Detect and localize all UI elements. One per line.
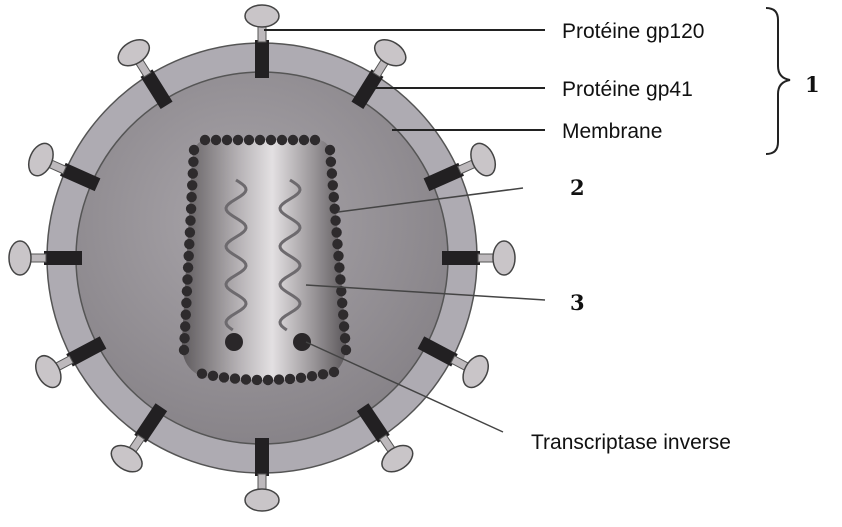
capsid-bead <box>274 374 284 384</box>
transcriptase-enzyme-left <box>225 333 243 351</box>
capsid-core <box>182 140 346 380</box>
capsid-bead <box>277 135 287 145</box>
capsid-bead <box>334 262 344 272</box>
spike-neck <box>258 474 266 490</box>
spike-neck <box>258 26 266 42</box>
capsid-bead <box>333 251 343 261</box>
label-gp120: Protéine gp120 <box>562 20 704 43</box>
capsid-bead <box>184 251 194 261</box>
capsid-bead <box>252 375 262 385</box>
capsid-bead <box>179 345 189 355</box>
label-3: 3 <box>570 290 585 315</box>
capsid-bead <box>299 135 309 145</box>
capsid-bead <box>181 310 191 320</box>
capsid-bead <box>296 373 306 383</box>
gp120-head <box>9 241 31 275</box>
gp120-head <box>458 351 493 391</box>
gp120-head <box>370 34 410 71</box>
capsid-bead <box>307 371 317 381</box>
capsid-bead <box>185 215 195 225</box>
capsid-bead <box>332 239 342 249</box>
capsid-bead <box>244 135 254 145</box>
label-group-1: 1 <box>805 72 820 97</box>
capsid-bead <box>188 168 198 178</box>
transcriptase-enzyme-right <box>293 333 311 351</box>
capsid-bead <box>326 157 336 167</box>
gp120-head <box>245 489 279 511</box>
capsid-bead <box>181 298 191 308</box>
capsid-bead <box>182 274 192 284</box>
label-membrane: Membrane <box>562 120 662 143</box>
capsid-bead <box>285 374 295 384</box>
capsid-bead <box>339 321 349 331</box>
capsid-bead <box>182 286 192 296</box>
capsid-bead <box>219 372 229 382</box>
capsid-bead <box>338 310 348 320</box>
group-1-brace <box>766 8 790 154</box>
label-2: 2 <box>570 175 585 200</box>
capsid-bead <box>184 239 194 249</box>
gp41-stem <box>255 438 269 476</box>
capsid-bead <box>340 333 350 343</box>
capsid-bead <box>330 215 340 225</box>
capsid-bead <box>329 192 339 202</box>
gp41-stem <box>44 251 82 265</box>
capsid-bead <box>230 373 240 383</box>
capsid-bead <box>186 192 196 202</box>
capsid-bead <box>188 157 198 167</box>
capsid-bead <box>183 262 193 272</box>
capsid-bead <box>185 227 195 237</box>
capsid-bead <box>318 369 328 379</box>
label-transcriptase: Transcriptase inverse <box>531 431 731 454</box>
capsid-bead <box>327 168 337 178</box>
spike-neck <box>478 254 494 262</box>
capsid-bead <box>266 135 276 145</box>
gp41-stem <box>255 40 269 78</box>
capsid-bead <box>288 135 298 145</box>
gp120-head <box>31 351 66 391</box>
gp120-head <box>493 241 515 275</box>
capsid-bead <box>189 145 199 155</box>
capsid-bead <box>186 204 196 214</box>
spike-neck <box>30 254 46 262</box>
capsid-bead <box>180 321 190 331</box>
capsid-bead <box>335 274 345 284</box>
capsid-bead <box>241 374 251 384</box>
capsid-bead <box>222 135 232 145</box>
capsid-bead <box>341 345 351 355</box>
capsid-bead <box>337 298 347 308</box>
gp120-head <box>24 140 58 180</box>
capsid-bead <box>197 369 207 379</box>
capsid-bead <box>233 135 243 145</box>
capsid-bead <box>329 367 339 377</box>
capsid-bead <box>328 180 338 190</box>
capsid-bead <box>255 135 265 145</box>
label-gp41: Protéine gp41 <box>562 78 693 101</box>
gp41-stem <box>442 251 480 265</box>
gp120-head <box>245 5 279 27</box>
capsid-bead <box>211 135 221 145</box>
capsid-bead <box>310 135 320 145</box>
capsid-bead <box>208 371 218 381</box>
capsid-bead <box>187 180 197 190</box>
capsid-bead <box>263 375 273 385</box>
capsid-bead <box>179 333 189 343</box>
capsid-bead <box>200 135 210 145</box>
gp120-head <box>466 140 500 180</box>
gp120-head <box>114 34 154 71</box>
capsid-bead <box>331 227 341 237</box>
capsid-bead <box>325 145 335 155</box>
